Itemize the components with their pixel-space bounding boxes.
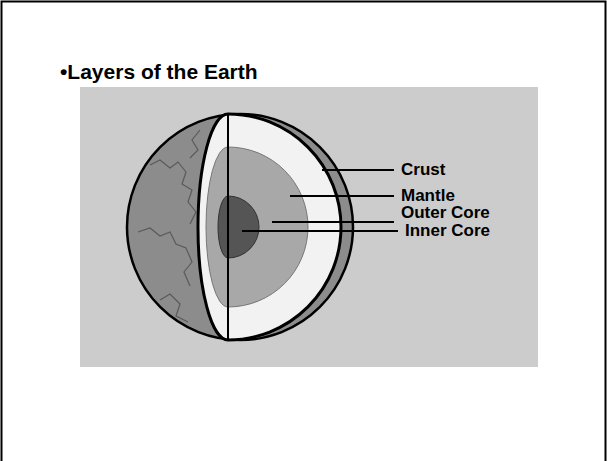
earth-sphere bbox=[127, 114, 353, 340]
inner-core-section bbox=[218, 196, 259, 258]
layer-label: Inner Core bbox=[405, 221, 490, 241]
leader-line bbox=[290, 195, 394, 197]
cut-line bbox=[227, 114, 229, 340]
outer-core-section bbox=[206, 147, 308, 307]
slide-title: •Layers of the Earth bbox=[60, 60, 258, 84]
leader-line bbox=[242, 230, 398, 232]
picture-panel bbox=[80, 87, 538, 367]
leader-lines bbox=[242, 170, 398, 231]
leader-line bbox=[322, 169, 394, 171]
mantle-section bbox=[198, 114, 341, 340]
leader-line bbox=[272, 221, 394, 223]
layer-label: Crust bbox=[401, 160, 445, 180]
continent-outline bbox=[138, 130, 200, 322]
layer-label: Outer Core bbox=[401, 203, 490, 223]
